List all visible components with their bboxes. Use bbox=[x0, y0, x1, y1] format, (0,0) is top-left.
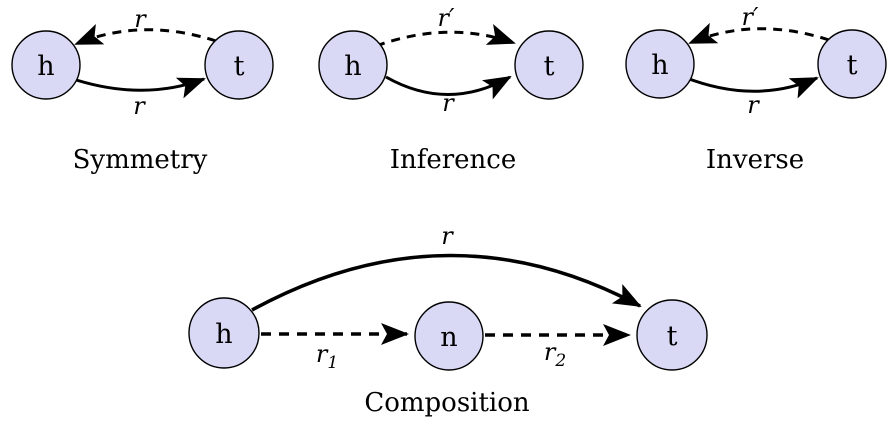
panel-inference: h t r′ r Inference bbox=[318, 4, 584, 175]
panel-inverse: h t r′ r Inverse bbox=[625, 3, 887, 175]
node-t-label: t bbox=[667, 321, 678, 352]
node-t-circle bbox=[514, 30, 584, 100]
node-h-label: h bbox=[651, 50, 668, 81]
edge-label-r2-base: r bbox=[544, 338, 557, 366]
panel-caption-inverse: Inverse bbox=[706, 145, 804, 175]
edge-dashed-t-to-h bbox=[74, 23, 217, 46]
edge-label-r2-subscript: 2 bbox=[554, 351, 566, 371]
edge-label-r1-subscript: 1 bbox=[327, 353, 338, 373]
node-h-label: h bbox=[37, 51, 54, 82]
edge-solid-h-to-t bbox=[385, 75, 512, 100]
node-h-label: h bbox=[344, 51, 361, 82]
panel-caption-inference: Inference bbox=[390, 145, 517, 175]
node-t-circle bbox=[636, 299, 708, 371]
edge-dashed-t-to-h bbox=[688, 22, 830, 45]
edge-solid-h-to-t bbox=[683, 75, 819, 99]
node-n-label: n bbox=[440, 322, 457, 353]
edge-label-r1-base: r bbox=[316, 340, 329, 368]
panel-composition: h n t r r1 r2 Composition bbox=[188, 222, 708, 418]
edge-solid-arc-h-to-t bbox=[251, 253, 642, 312]
edge-label-r2: r2 bbox=[544, 338, 566, 371]
edge-label-top: r′ bbox=[742, 3, 759, 31]
node-n-circle bbox=[414, 301, 484, 371]
node-h-label: h bbox=[215, 319, 232, 350]
node-h-circle bbox=[318, 30, 388, 100]
edge-label-arc: r bbox=[441, 222, 454, 250]
node-h-circle bbox=[188, 297, 260, 369]
edge-dashed-h-to-t bbox=[375, 24, 516, 48]
edge-label-top: r′ bbox=[438, 4, 455, 32]
node-h-circle bbox=[625, 29, 695, 99]
edge-label-bottom: r bbox=[133, 92, 146, 120]
node-t-label: t bbox=[234, 51, 245, 82]
node-t-circle bbox=[817, 29, 887, 99]
node-t-label: t bbox=[847, 50, 858, 81]
panel-caption-symmetry: Symmetry bbox=[73, 145, 208, 175]
panel-caption-composition: Composition bbox=[364, 388, 530, 418]
panel-symmetry: h t r r Symmetry bbox=[11, 5, 274, 175]
node-h-circle bbox=[11, 30, 81, 100]
edge-label-bottom: r bbox=[442, 89, 455, 117]
node-t-label: t bbox=[544, 51, 555, 82]
edge-label-r1: r1 bbox=[316, 340, 338, 373]
edge-label-top: r bbox=[134, 5, 147, 33]
edge-solid-h-to-t bbox=[69, 76, 206, 99]
edge-label-bottom: r bbox=[747, 91, 760, 119]
node-t-circle bbox=[204, 30, 274, 100]
